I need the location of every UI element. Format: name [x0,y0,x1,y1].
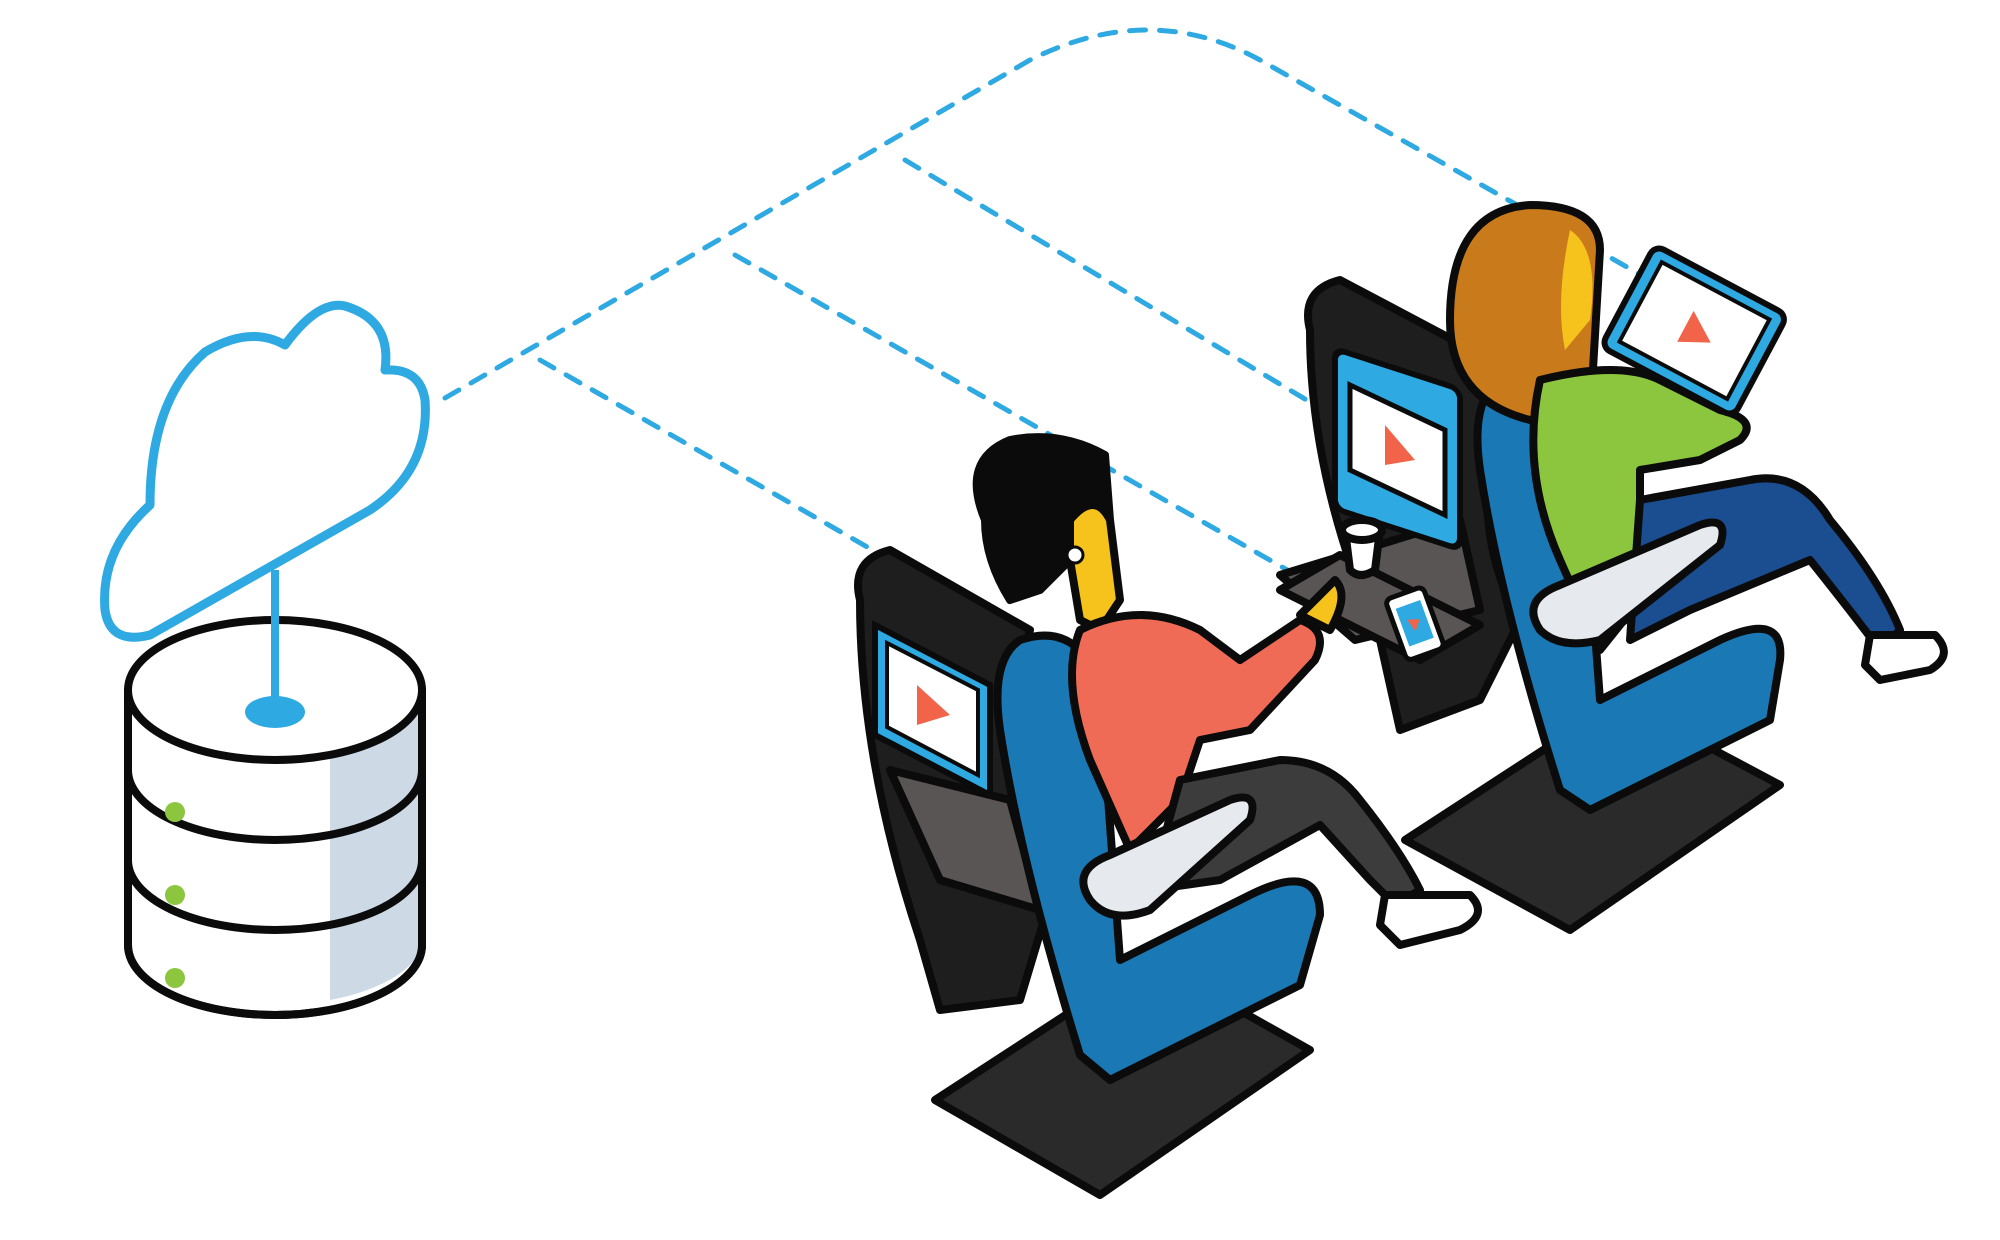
play-icon [1407,619,1420,632]
cloud-icon [100,300,430,700]
link-line-seat2-screen [902,157,1343,423]
db-status-led [165,802,185,822]
database-icon [124,616,426,1019]
passenger-1 [972,433,1482,949]
tablet-device [1601,245,1787,417]
db-status-led [165,968,185,988]
play-icon [1385,425,1415,465]
passenger-2 [1446,201,1948,684]
db-status-led [165,885,185,905]
seat-2-screen [1347,381,1448,519]
seat-1-screen [872,620,993,800]
db-connector [245,696,305,728]
play-icon [917,685,950,725]
seat-1 [854,546,1324,1199]
phone-device [1384,585,1446,662]
link-line-main [442,27,1653,401]
play-icon [1677,310,1711,343]
